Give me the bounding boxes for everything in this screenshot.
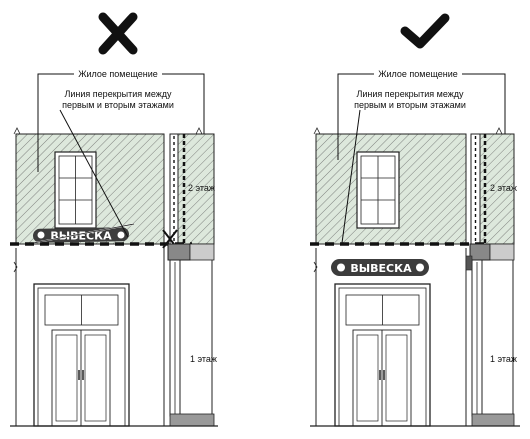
upper-window	[356, 151, 400, 229]
sign-label: ВЫВЕСКА	[350, 262, 412, 275]
floor-1-label: 1 этаж	[490, 354, 517, 364]
floor-2-label: 2 этаж	[188, 183, 215, 193]
floor-1-label: 1 этаж	[190, 354, 217, 364]
cross-mark	[98, 12, 138, 55]
side-column	[469, 243, 491, 261]
living-space-label: Жилое помещение	[78, 69, 158, 79]
sign-incorrect: ВЫВЕСКА	[27, 223, 135, 245]
floor-line-label-1: Линия перекрытия между	[357, 89, 464, 99]
floor-line-label-2: первым и вторым этажами	[62, 100, 174, 110]
entrance-door	[33, 283, 130, 427]
entrance-door	[334, 283, 431, 427]
floor-2-label: 2 этаж	[490, 183, 517, 193]
sign-label: ВЫВЕСКА	[50, 230, 112, 243]
panel-incorrect: ВЫВЕСКА Жилое помещение Линия перекрытия…	[10, 12, 218, 427]
panel-correct: Жилое помещение Линия перекрытия между п…	[310, 13, 520, 427]
upper-window	[54, 151, 97, 229]
sign-correct: ВЫВЕСКА	[331, 259, 429, 276]
living-space-label: Жилое помещение	[378, 69, 458, 79]
side-sign	[465, 255, 473, 271]
side-column	[167, 243, 191, 261]
check-mark	[400, 13, 450, 49]
floor-line-label-2: первым и вторым этажами	[354, 100, 466, 110]
floor-line-label-1: Линия перекрытия между	[65, 89, 172, 99]
